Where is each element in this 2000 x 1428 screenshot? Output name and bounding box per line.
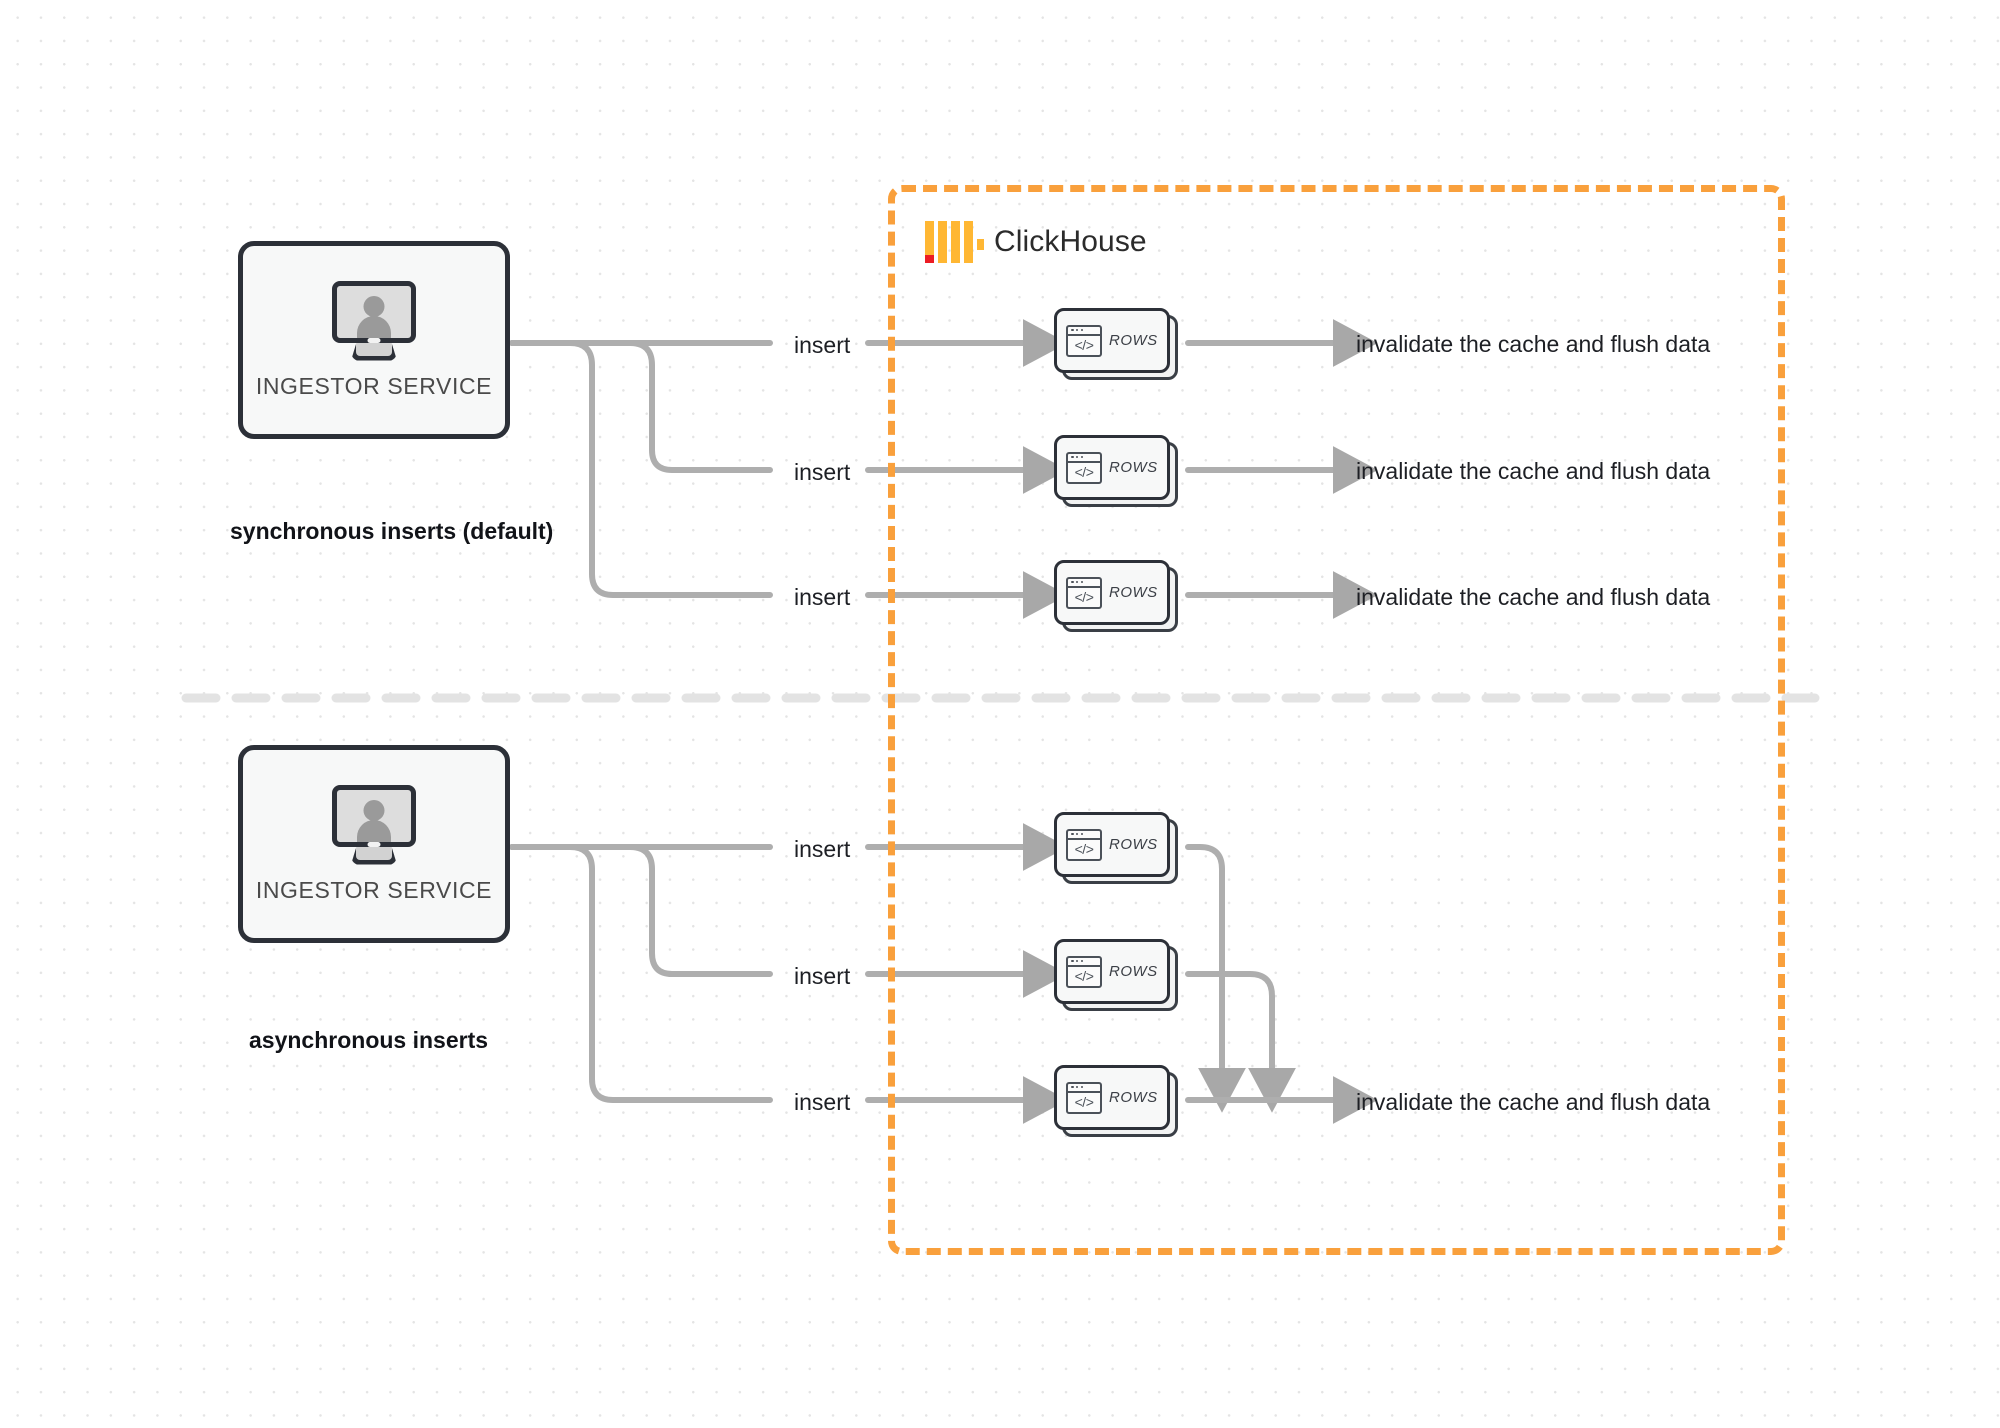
async-rows-label-1: ROWS	[1109, 836, 1158, 853]
sync-rows-node-1[interactable]: </> ROWS	[1054, 308, 1178, 380]
code-glyph: </>	[1074, 841, 1094, 857]
sync-rows-label-3: ROWS	[1109, 584, 1158, 601]
clickhouse-brand: ClickHouse	[925, 218, 1147, 266]
code-window-icon: </>	[1066, 1081, 1102, 1114]
code-window-icon: </>	[1066, 828, 1102, 861]
monitor-user-icon	[328, 280, 420, 361]
sync-insert-label-1: insert	[794, 332, 851, 358]
async-merged-result-label: invalidate the cache and flush data	[1356, 1089, 1711, 1115]
sync-result-label-1: invalidate the cache and flush data	[1356, 331, 1711, 357]
sync-section-title: synchronous inserts (default)	[230, 518, 554, 544]
sync-insert-label-3: insert	[794, 584, 851, 610]
async-insert-label-2: insert	[794, 963, 851, 989]
clickhouse-label: ClickHouse	[994, 225, 1147, 258]
sync-wire-3a	[509, 340, 773, 598]
monitor-user-icon	[328, 784, 420, 865]
code-glyph: </>	[1074, 337, 1094, 353]
code-glyph: </>	[1074, 968, 1094, 984]
async-wire-3a	[509, 844, 773, 1103]
async-section-title: asynchronous inserts	[249, 1027, 489, 1053]
async-rows-label-3: ROWS	[1109, 1089, 1158, 1106]
sync-result-label-3: invalidate the cache and flush data	[1356, 584, 1711, 610]
async-rows-node-1[interactable]: </> ROWS	[1054, 812, 1178, 884]
code-window-icon: </>	[1066, 576, 1102, 609]
async-wire-2a	[509, 844, 773, 977]
code-glyph: </>	[1074, 1094, 1094, 1110]
sync-result-label-2: invalidate the cache and flush data	[1356, 458, 1711, 484]
sync-insert-label-2: insert	[794, 459, 851, 485]
async-ingestor-service[interactable]: INGESTOR SERVICE	[238, 745, 510, 943]
code-glyph: </>	[1074, 589, 1094, 605]
sync-rows-node-2[interactable]: </> ROWS	[1054, 435, 1178, 507]
async-rows-label-2: ROWS	[1109, 963, 1158, 980]
async-rows-node-3[interactable]: </> ROWS	[1054, 1065, 1178, 1137]
clickhouse-boundary	[888, 185, 1785, 1255]
async-insert-label-3: insert	[794, 1089, 851, 1115]
code-window-icon: </>	[1066, 955, 1102, 988]
async-rows-node-2[interactable]: </> ROWS	[1054, 939, 1178, 1011]
sync-rows-node-3[interactable]: </> ROWS	[1054, 560, 1178, 632]
code-window-icon: </>	[1066, 324, 1102, 357]
sync-rows-label-2: ROWS	[1109, 459, 1158, 476]
code-glyph: </>	[1074, 464, 1094, 480]
clickhouse-logo-icon	[925, 221, 984, 263]
sync-wire-2a	[509, 340, 773, 473]
sync-ingestor-label: INGESTOR SERVICE	[255, 372, 493, 399]
code-window-icon: </>	[1066, 451, 1102, 484]
async-insert-label-1: insert	[794, 836, 851, 862]
sync-rows-label-1: ROWS	[1109, 332, 1158, 349]
async-ingestor-label: INGESTOR SERVICE	[255, 876, 493, 903]
sync-ingestor-service[interactable]: INGESTOR SERVICE	[238, 241, 510, 439]
